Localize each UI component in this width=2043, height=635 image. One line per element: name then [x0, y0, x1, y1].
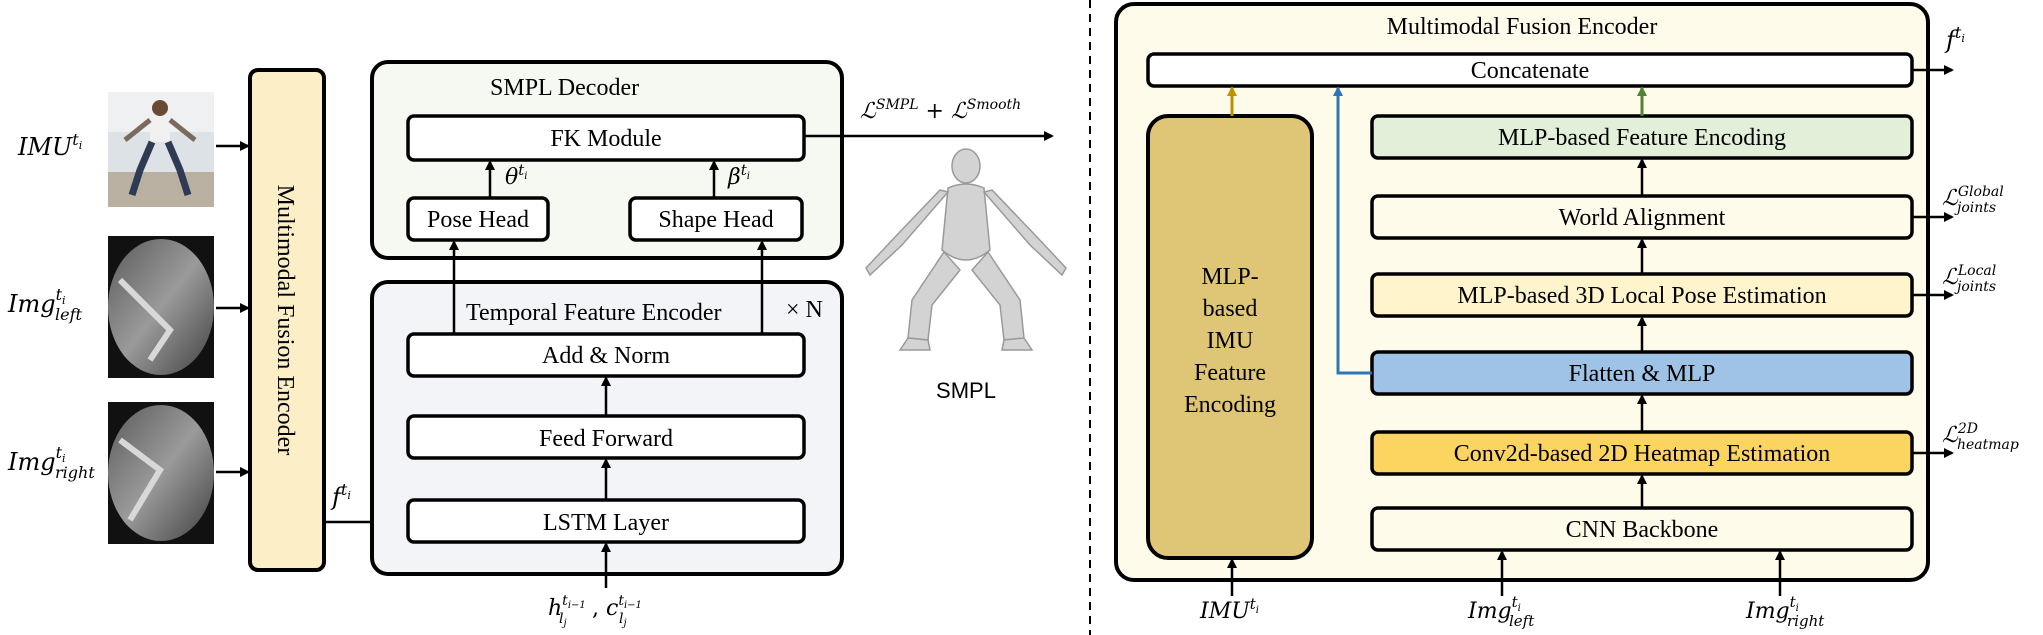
flatten-mlp-label: Flatten & MLP	[1569, 361, 1716, 387]
imu-input-label: IMUti	[17, 130, 82, 161]
temporal-encoder-title: Temporal Feature Encoder	[466, 300, 722, 326]
shape-head-label: Shape Head	[658, 207, 773, 233]
theta-label: θti	[505, 161, 527, 190]
fisheye-right-image	[108, 402, 214, 544]
imu-encoding-line-2: based	[1203, 296, 1258, 322]
temporal-encoder-panel: Temporal Feature Encoder × N Add & Norm …	[370, 240, 844, 576]
smpl-loss-label: ℒSMPL + ℒSmooth	[860, 97, 1021, 124]
imu-encoding-line-4: Feature	[1194, 360, 1266, 386]
fusion-detail-title: Multimodal Fusion Encoder	[1387, 14, 1658, 40]
repeat-n-label: × N	[786, 297, 823, 323]
heatmap-label: Conv2d-based 2D Heatmap Estimation	[1454, 441, 1831, 467]
mlp-feature-encoding-label: MLP-based Feature Encoding	[1498, 125, 1786, 151]
beta-label: βti	[727, 161, 750, 190]
lstm-layer-label: LSTM Layer	[543, 510, 669, 536]
pose-head-box	[406, 196, 550, 242]
add-norm-label: Add & Norm	[542, 343, 670, 369]
smpl-model-label: SMPL	[936, 378, 996, 403]
feature-label: fti	[330, 480, 351, 511]
imu-encoding-line-1: MLP-	[1201, 264, 1258, 290]
fusion-encoder-detail-panel: Multimodal Fusion Encoder Concatenate ML…	[1114, 2, 1954, 582]
imu-encoding-line-3: IMU	[1207, 328, 1254, 354]
smpl-decoder-title: SMPL Decoder	[490, 75, 639, 101]
fusion-encoder-label: Multimodal Fusion Encoder	[272, 185, 298, 456]
feed-forward-label: Feed Forward	[539, 426, 673, 452]
world-alignment-label: World Alignment	[1559, 205, 1726, 231]
output-feature-label: fti	[1944, 23, 1965, 54]
smpl-decoder-panel: SMPL Decoder FK Module Pose Head Shape H…	[370, 60, 844, 260]
local-pose-label: MLP-based 3D Local Pose Estimation	[1457, 283, 1826, 309]
right-imu-label: IMUti	[1199, 595, 1259, 624]
flatten-to-concat-arrow	[1333, 86, 1372, 375]
fk-module-box	[406, 114, 806, 162]
concatenate-label: Concatenate	[1471, 58, 1590, 84]
rgb-subject-image	[108, 92, 214, 207]
imu-encoding-line-5: Encoding	[1184, 392, 1276, 418]
cnn-backbone-label: CNN Backbone	[1566, 517, 1719, 543]
shape-head-box	[628, 196, 804, 242]
fusion-encoder-block: Multimodal Fusion Encoder	[248, 68, 326, 572]
fisheye-left-image	[108, 236, 214, 378]
pose-head-label: Pose Head	[427, 207, 529, 233]
fk-module-label: FK Module	[550, 126, 661, 152]
smpl-body-figure	[865, 148, 1067, 351]
